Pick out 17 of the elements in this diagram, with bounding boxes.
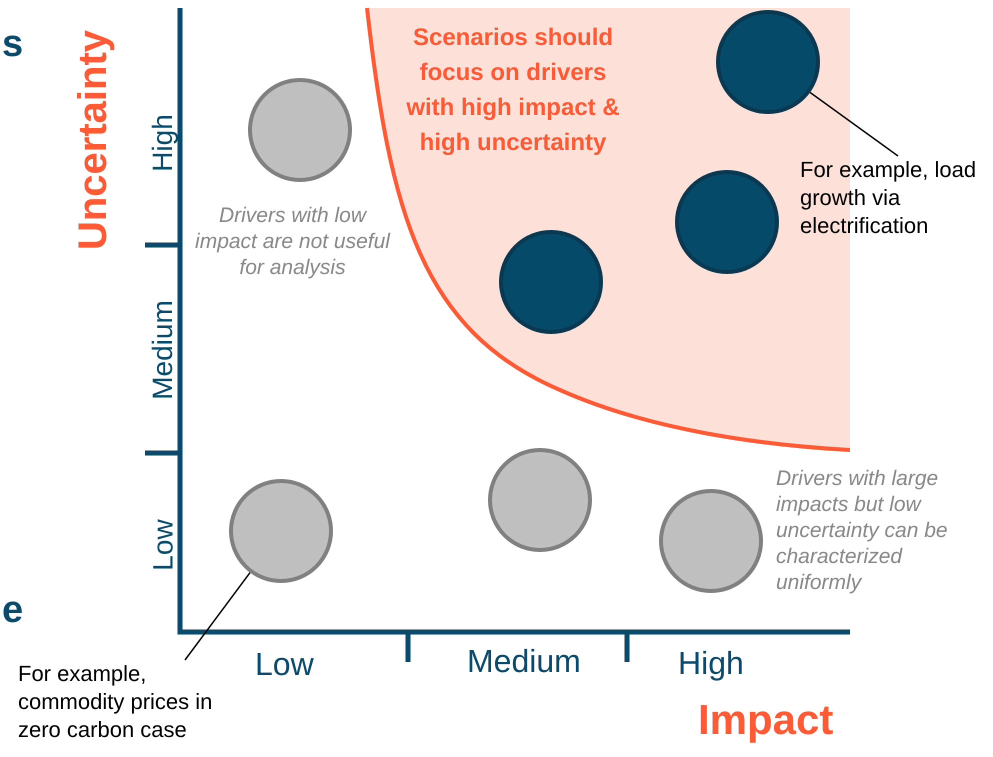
annotation-text: Drivers with large impacts but low uncertainty can be characterized uniformly (776, 466, 949, 596)
tick-label: Low (255, 646, 314, 683)
leader-line (184, 572, 251, 660)
example-note: For example, commodity prices in zero carbon case (18, 660, 243, 744)
partial-heading: e (2, 588, 24, 632)
tick-label: High (146, 114, 179, 172)
callout-text: Scenarios should focus on drivers with high impact & high uncertainty (405, 23, 621, 158)
partial-heading: s (2, 22, 24, 66)
axis-title: Uncertainty (70, 30, 116, 250)
tick-label: Low (147, 519, 180, 571)
tick-label: Medium (146, 300, 179, 400)
axis-title: Impact (698, 696, 834, 744)
tick-label: Medium (467, 643, 581, 680)
annotation-text: Drivers with low impact are not useful for analysis (195, 203, 390, 281)
example-note: For example, load growth via electrification (800, 156, 980, 240)
leader-line (810, 92, 898, 157)
tick-label: High (678, 645, 744, 682)
